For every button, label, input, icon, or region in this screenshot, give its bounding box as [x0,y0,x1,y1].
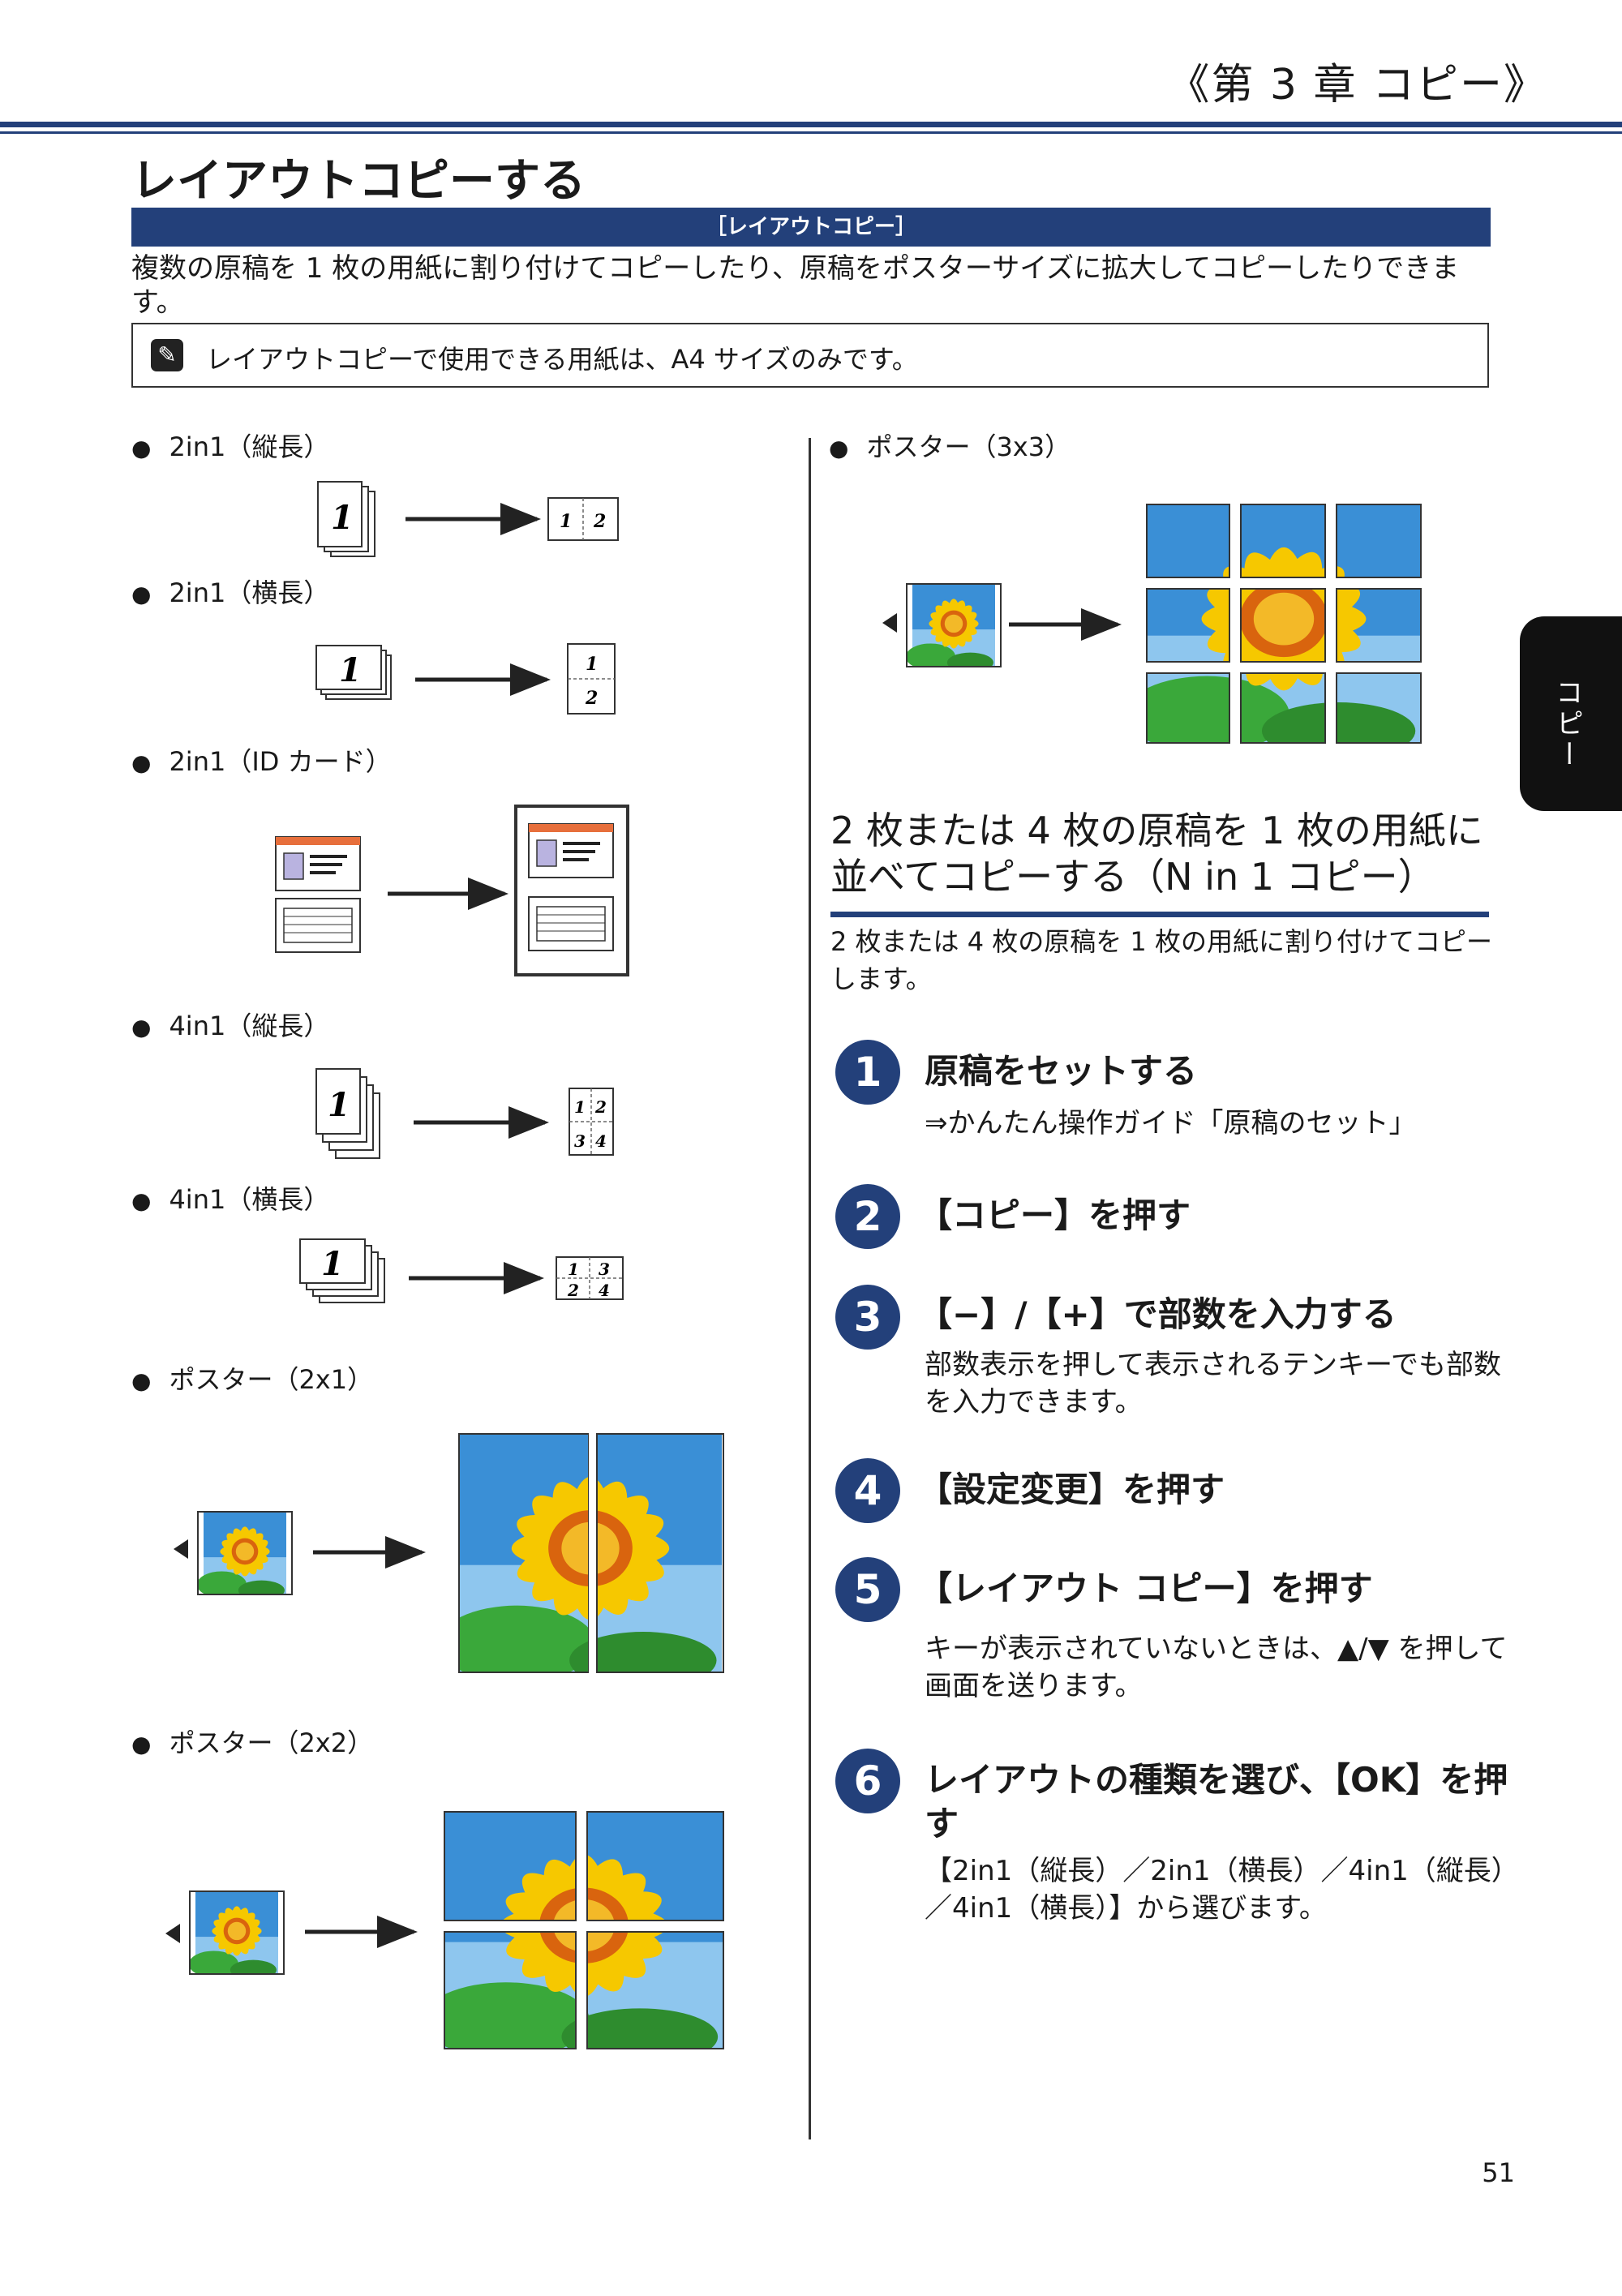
digit: 1 [331,499,354,537]
note-text: レイアウトコピーで使用できる用紙は、A4 サイズのみです。 [206,344,918,375]
step-description: キーが表示されていないときは、▲/▼ を押して画面を送ります。 [925,1633,1508,1702]
digit: 1 [574,1097,586,1117]
item-label: 2in1（縦長） [169,431,330,462]
item-label: 4in1（縦長） [169,1011,330,1041]
digit: 3 [599,1260,610,1279]
diagram-poster-2x1 [174,1432,724,1674]
step-title: 原稿をセットする [925,1051,1198,1091]
item-label: 2in1（横長） [169,577,330,608]
step-number: 4 [835,1458,900,1523]
list-item: ●ポスター（2x1） [131,1364,374,1395]
diagram-2in1-portrait: 1 1 2 [317,481,619,557]
page-number: 51 [1482,2157,1515,2188]
step-number: 1 [835,1040,900,1105]
digit: 2 [585,688,598,709]
step-description: ⇒かんたん操作ガイド「原稿のセット」 [925,1107,1417,1139]
digit: 1 [586,654,598,675]
digit: 4 [595,1131,607,1151]
digit: 1 [339,651,362,689]
diagram-2in1-idcard [275,805,629,976]
digit: 4 [599,1281,610,1300]
step-description: 部数表示を押して表示されるテンキーでも部数を入力できます。 [925,1349,1501,1418]
step-number: 6 [835,1749,900,1813]
section-description: 2 枚または 4 枚の原稿を 1 枚の用紙に割り付けてコピーします。 [830,926,1492,994]
step-number: 5 [835,1557,900,1622]
chapter-side-tab-label: コピー [1551,678,1583,770]
chapter-heading: 《第 3 章 コピー》 [1167,61,1547,109]
step-title: レイアウトの種類を選び、【OK】を押す [925,1760,1508,1843]
digit: 1 [560,511,572,532]
list-item: ●ポスター（2x2） [131,1727,374,1758]
step-number: 2 [835,1184,900,1249]
digit: 1 [568,1260,579,1279]
item-label: ポスター（2x1） [169,1364,374,1395]
item-label: 2in1（ID カード） [169,746,392,777]
item-label: ポスター（2x2） [169,1727,374,1758]
diagram-4in1-landscape: 1 1 3 2 4 [299,1238,624,1303]
list-item: ●2in1（横長） [131,577,330,608]
diagram-4in1-portrait: 1 1 2 3 4 [315,1068,614,1159]
section-bar: ［レイアウトコピー］ [131,208,1491,247]
list-item: ●4in1（縦長） [131,1011,330,1041]
list-item: ●2in1（縦長） [131,431,330,462]
list-item: ●2in1（ID カード） [131,746,392,777]
step-title: 【設定変更】を押す [918,1470,1225,1509]
digit: 1 [321,1245,344,1283]
item-label: ポスター（3x3） [866,431,1071,462]
column-divider [809,438,811,2139]
note-box: ✎ レイアウトコピーで使用できる用紙は、A4 サイズのみです。 [131,323,1489,388]
list-item: ●4in1（横長） [131,1184,330,1215]
digit: 3 [574,1131,586,1151]
section-title: 2 枚または 4 枚の原稿を 1 枚の用紙に並べてコピーする（N in 1 コピ… [830,809,1483,899]
digit: 1 [328,1086,350,1124]
step-title: 【コピー】を押す [918,1195,1191,1235]
note-icon: ✎ [151,339,183,371]
chapter-side-tab [1520,616,1622,811]
diagram-poster-3x3 [882,503,1422,745]
header-rule [0,122,1622,127]
step-title: 【−】/【+】で部数を入力する [918,1294,1397,1334]
step-title: 【レイアウト コピー】を押す [918,1569,1373,1608]
item-label: 4in1（横長） [169,1184,330,1215]
digit: 2 [594,1097,607,1117]
step-number: 3 [835,1285,900,1350]
diagram-poster-2x2 [165,1810,725,2050]
section-rule [830,912,1489,917]
intro-text: 複数の原稿を 1 枚の用紙に割り付けてコピーしたり、原稿をポスターサイズに拡大し… [131,252,1460,319]
header-rule-thin [0,131,1622,134]
list-item: ●ポスター（3x3） [829,431,1071,462]
step-description: 【2in1（縦長）／2in1（横長）／4in1（縦長）／4in1（横長）】から選… [925,1855,1505,1925]
diagram-2in1-landscape: 1 1 2 [315,643,616,715]
page-title: レイアウトコピーする [131,155,586,208]
digit: 2 [567,1281,579,1300]
digit: 2 [593,511,606,532]
